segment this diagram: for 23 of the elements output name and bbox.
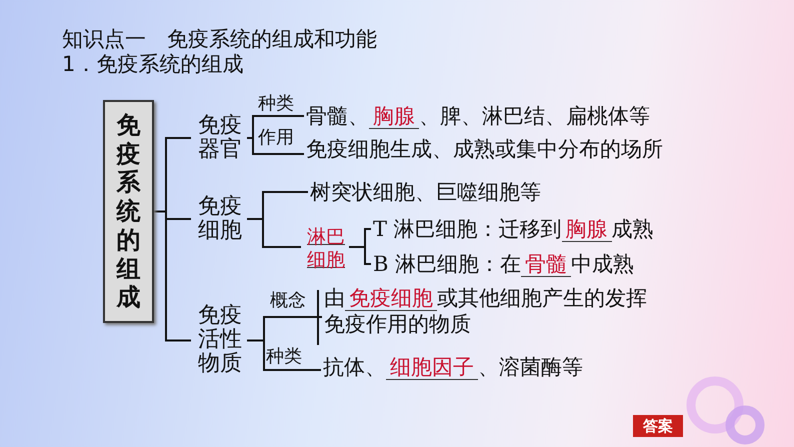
section-title: 知识点一 免疫系统的组成和功能 [62,27,377,52]
branch-label: 免疫活性物质 [193,304,247,377]
answer-button: 答案 [633,415,683,437]
connector-line [247,340,321,371]
category-box: 免疫系统的组成 [103,100,154,323]
branch-label: 免疫器官 [193,114,247,162]
edge-label: 种类 [258,94,294,115]
edge-label: 种类 [266,347,302,368]
connector-line [154,210,191,342]
leaf-text: 骨髓、 胸腺 、脾、淋巴结、扁桃体等 [306,104,650,128]
branch-label: 免疫细胞 [193,195,247,244]
answer-text: 淋巴细胞 [303,226,349,272]
subheading: 1．免疫系统的组成 [62,52,244,76]
leaf-text: 免疫细胞生成、成熟或集中分布的场所 [306,137,663,162]
leaf-text: 抗体、 细胞因子 、溶菌酶等 [323,355,583,380]
edge-label: 概念 [270,291,306,312]
connector-line [247,137,304,155]
leaf-text: 由 免疫细胞 或其他细胞产生的发挥免疫作用的物质 [324,285,654,338]
edge-label: 作用 [258,128,294,149]
leaf-text: T 淋巴细胞：迁移到 胸腺 成熟 [373,217,654,242]
connector-line [349,246,371,265]
leaf-text: B 淋巴细胞：在 骨髓 中成熟 [373,252,634,276]
leaf-text: 树突状细胞、巨噬细胞等 [310,180,541,204]
